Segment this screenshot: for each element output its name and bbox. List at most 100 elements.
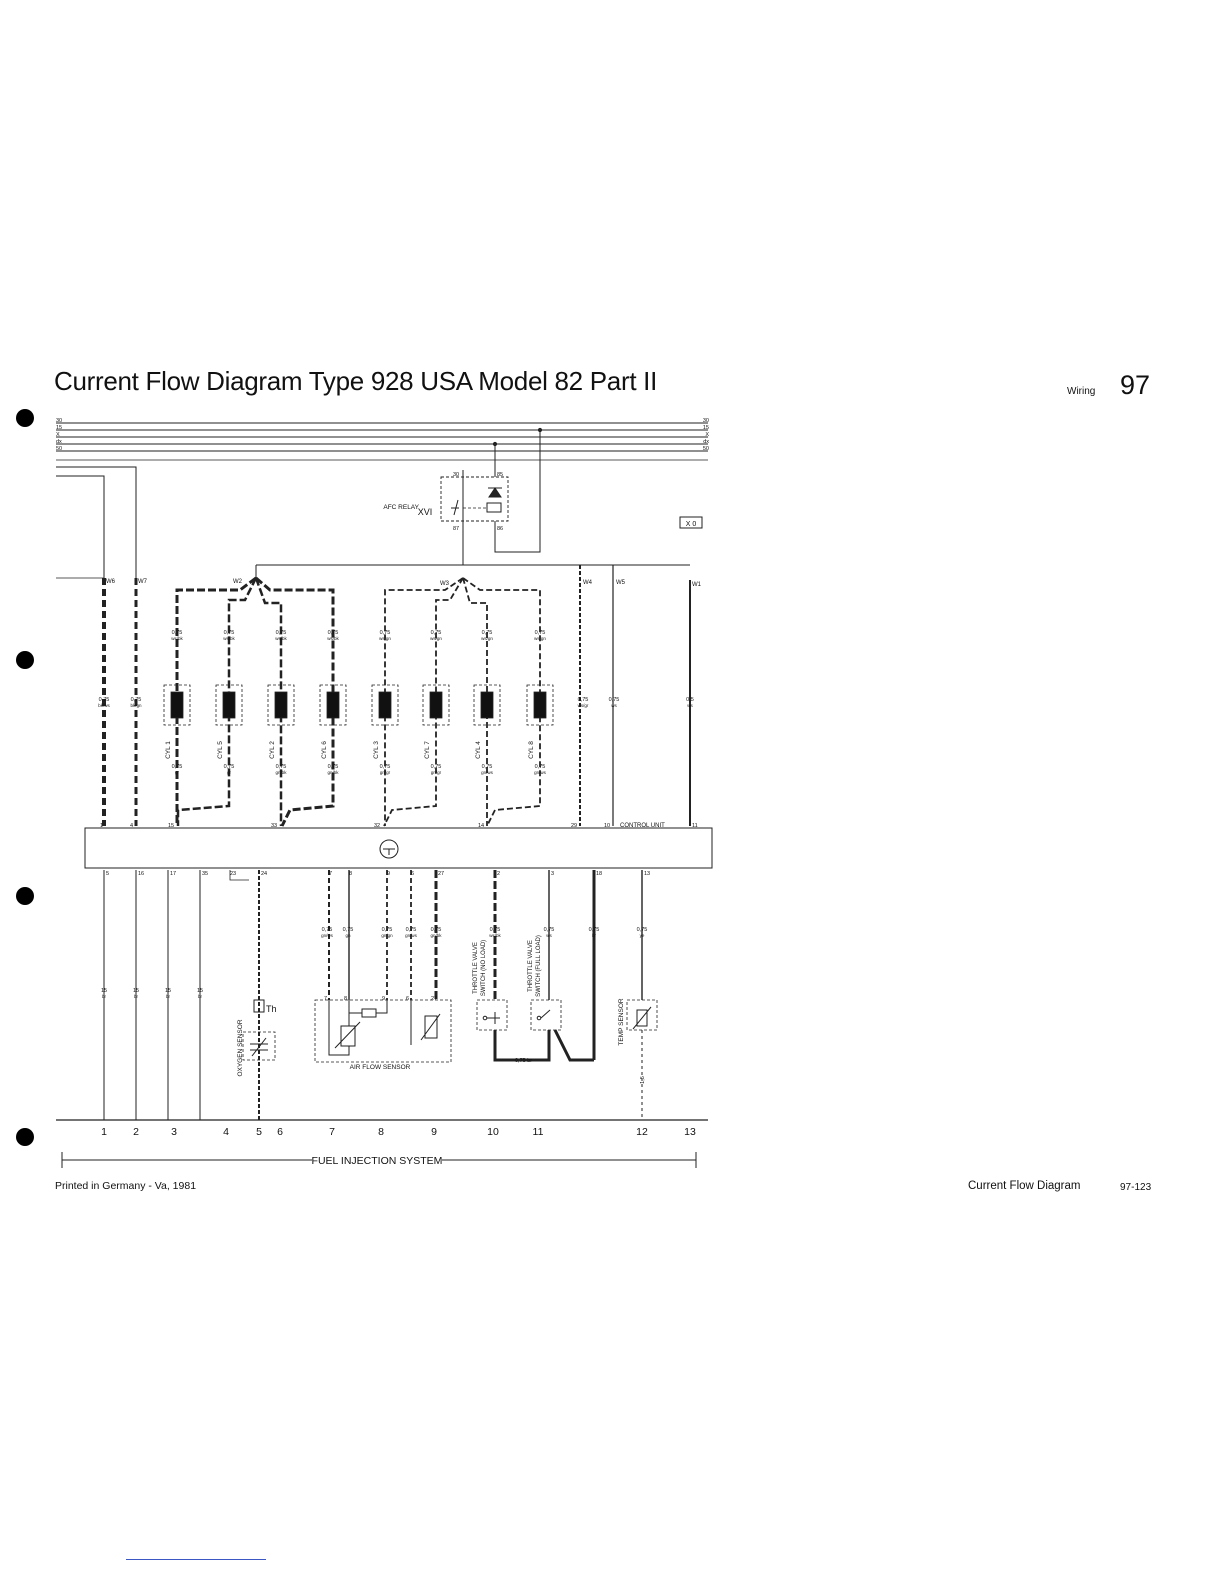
wire-color: gn/gr <box>380 770 391 775</box>
column-number: 9 <box>431 1126 437 1138</box>
bus-label-left: 15 <box>56 425 62 431</box>
wire-size: 0,75 <box>609 697 620 703</box>
wire-color: ws/bk <box>327 636 339 641</box>
wire-color: ye <box>640 933 645 938</box>
injector-coil <box>170 691 184 719</box>
wire-color: gn/gn <box>381 933 393 938</box>
injector-coil-housing <box>422 684 450 726</box>
wire-size: 0,75 <box>224 764 235 770</box>
control-unit-pin: 32 <box>374 823 380 829</box>
wire-size: 0,75 <box>131 697 142 703</box>
injector-coil <box>378 691 392 719</box>
wire-tag: W3 <box>440 581 450 587</box>
column-number: 10 <box>487 1126 499 1138</box>
control-unit-pin: 16 <box>138 871 144 877</box>
control-unit-pin: 4 <box>130 823 133 829</box>
bus-label-left: dx <box>56 439 62 445</box>
section-number: 97 <box>1120 370 1151 400</box>
relay-terminal: 30 <box>453 472 459 478</box>
wire-size: 15 <box>197 988 203 994</box>
wire-color: gn/bk <box>275 770 287 775</box>
injector-label: CYL 1 <box>165 741 172 759</box>
wire-color: br <box>198 994 203 999</box>
injector-coil-housing <box>163 684 191 726</box>
injector-coil-housing <box>267 684 295 726</box>
wire-size: 0,75 <box>172 630 183 636</box>
wire-color: br <box>166 994 171 999</box>
injector-coil <box>326 691 340 719</box>
relay-number: XVI <box>418 507 433 517</box>
throttle-full-label: THROTTLE VALVE <box>528 940 534 992</box>
section-label: Wiring <box>1067 386 1096 397</box>
air-flow-sensor-pin: 7 <box>324 996 327 1002</box>
injector-label: CYL 4 <box>475 741 482 759</box>
wire-size: 15 <box>133 988 139 994</box>
wire-color: ws <box>546 933 552 938</box>
injector-coil <box>222 691 236 719</box>
column-number: 13 <box>684 1126 696 1138</box>
column-number: 3 <box>171 1126 177 1138</box>
wire-size: 0,75 <box>172 764 183 770</box>
binder-hole <box>16 409 34 427</box>
relay-marker: X 0 <box>686 521 697 528</box>
air-flow-sensor-pin: 6 <box>406 996 409 1002</box>
wire-size: 0,75 <box>99 697 110 703</box>
injector-label: CYL 2 <box>269 741 276 759</box>
binder-hole <box>16 1128 34 1146</box>
control-unit-pin: 24 <box>261 871 267 877</box>
column-number: 2 <box>133 1126 139 1138</box>
wire-color: ws/bk <box>171 636 183 641</box>
wire-color: bk/gn <box>130 703 142 708</box>
wire-color: ws/bk <box>275 636 287 641</box>
binder-hole <box>16 887 34 905</box>
injector-coil <box>480 691 494 719</box>
injector-label: CYL 6 <box>321 741 328 759</box>
injector-label: CYL 5 <box>217 741 224 759</box>
wire-tag: W6 <box>106 579 116 585</box>
air-flow-sensor-pin: 8 <box>344 996 347 1002</box>
wire-tag: W7 <box>138 579 148 585</box>
wire-color: gn/ws <box>481 770 494 775</box>
wire-tag: W5 <box>616 580 626 586</box>
wire-size: 0,75 <box>535 630 546 636</box>
wire-size: 0,75 <box>343 927 354 933</box>
control-unit-pin: 6 <box>411 871 414 877</box>
wire-tag: W1 <box>692 582 702 588</box>
wire-size: 0,75 <box>431 630 442 636</box>
column-number: 5 <box>256 1126 262 1138</box>
injector-coil-housing <box>319 684 347 726</box>
injector-coil-housing <box>371 684 399 726</box>
control-unit-pin: 2 <box>497 871 500 877</box>
wire-color: ws <box>687 703 693 708</box>
wire-size: 0,75 <box>431 764 442 770</box>
wire-color: ws/gn <box>481 636 493 641</box>
wire-size: 15 <box>165 988 171 994</box>
bus-label-right: 50 <box>703 446 709 452</box>
oxygen-sensor-label: OXYGEN SENSOR <box>237 1019 244 1076</box>
wire-color: gn/bk <box>430 933 442 938</box>
control-unit-pin: 8 <box>349 871 352 877</box>
relay-terminal: 86 <box>497 526 503 532</box>
wire-color: br <box>134 994 139 999</box>
control-unit-pin: 23 <box>230 871 236 877</box>
column-number: 11 <box>533 1126 544 1138</box>
injector-label: CYL 8 <box>528 741 535 759</box>
injector-coil-housing <box>526 684 554 726</box>
wire-label: 0,75 br <box>515 1058 532 1064</box>
control-unit-pin: 15 <box>168 823 174 829</box>
wire-color: br <box>592 933 597 938</box>
wire-color: br <box>102 994 107 999</box>
control-unit-pin: 3 <box>551 871 554 877</box>
throttle-full-label: SWITCH (FULL LOAD) <box>536 935 542 997</box>
system-label: FUEL INJECTION SYSTEM <box>312 1155 443 1167</box>
wire-color: gn/ws <box>321 933 334 938</box>
wire-size: 0,75 <box>276 764 287 770</box>
bus-label-right: 15 <box>703 425 709 431</box>
wire-color: bk/ws <box>98 703 110 708</box>
air-flow-sensor-pin: 9 <box>382 996 385 1002</box>
control-unit-pin: 29 <box>571 823 577 829</box>
wire-size: 0,75 <box>224 630 235 636</box>
air-flow-sensor-label: AIR FLOW SENSOR <box>350 1064 411 1071</box>
throttle-idle-label: THROTTLE VALVE <box>473 942 479 994</box>
